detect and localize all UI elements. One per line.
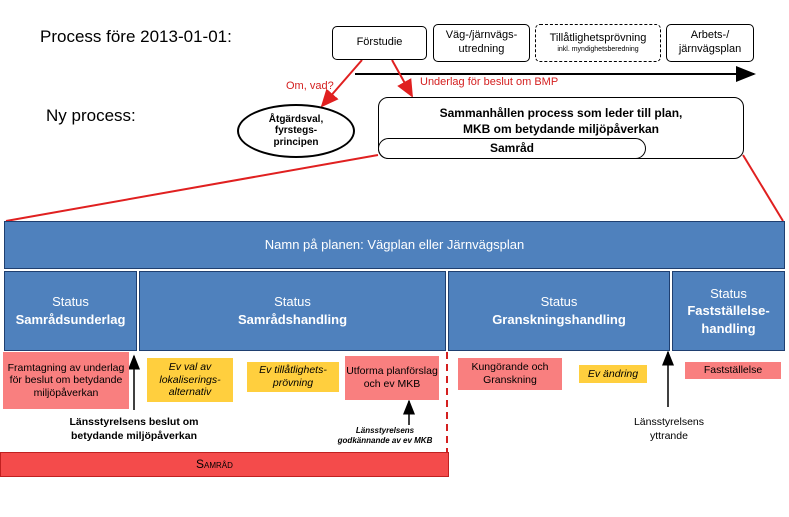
plan-header: Namn på planen: Vägplan eller Järnvägspl… xyxy=(4,221,785,269)
step-tillatlighetsprovning: Tillåtlighetsprövning inkl. myndighetsbe… xyxy=(535,24,661,62)
phase-4-status: Status xyxy=(710,285,747,301)
plan-header-text: Namn på planen: Vägplan eller Järnvägspl… xyxy=(264,237,525,253)
zoom-line-left xyxy=(5,154,379,222)
step-vagutredning: Väg-/järnvägs- utredning xyxy=(433,24,530,62)
note-lokalisering: Ev val av lokaliserings-alternativ xyxy=(147,358,233,402)
arrow-to-new-box xyxy=(391,59,413,98)
phase-3-status: Status xyxy=(540,294,578,310)
phase-samradsunderlag: Status Samrådsunderlag xyxy=(4,271,137,351)
samrad-bar: Samråd xyxy=(0,452,449,477)
new-process-title: Ny process: xyxy=(46,106,136,125)
label-om-vad: Om, vad? xyxy=(286,80,334,92)
step-arbetsplan-label: Arbets-/ järnvägsplan xyxy=(678,29,742,55)
note-tillatlighet: Ev tillåtlighets-prövning xyxy=(247,362,339,392)
oval-atgardsval: Åtgärdsval, fyrstegs- principen xyxy=(237,104,355,158)
new-process-text: Sammanhållen process som leder till plan… xyxy=(439,106,683,136)
phase-1-status: Status xyxy=(52,294,89,310)
step-forstudie-label: Förstudie xyxy=(356,36,403,49)
note-kungorande: Kungörande och Granskning xyxy=(458,358,562,390)
caption-lst-beslut: Länsstyrelsens beslut om betydande miljö… xyxy=(69,416,199,442)
phase-2-name: Samrådshandling xyxy=(237,312,348,327)
phase-samradshandling: Status Samrådshandling xyxy=(139,271,446,351)
arrow-to-oval xyxy=(320,59,363,108)
phase-2-status: Status xyxy=(274,294,311,310)
zoom-line-right xyxy=(742,154,784,222)
step-arbetsplan: Arbets-/ järnvägsplan xyxy=(666,24,754,62)
phase-granskningshandling: Status Granskningshandling xyxy=(448,271,670,351)
note-utforma: Utforma planförslag och ev MKB xyxy=(345,356,439,400)
new-process-samrad: Samråd xyxy=(378,138,646,159)
phase-faststallelsehandling: Status Fastställelse- handling xyxy=(672,271,785,351)
phase-3-name: Granskningshandling xyxy=(492,312,626,327)
step-tillatlighet-label: Tillåtlighetsprövning xyxy=(549,31,647,44)
label-underlag: Underlag för beslut om BMP xyxy=(420,76,559,88)
step-forstudie: Förstudie xyxy=(332,26,427,60)
note-framtagning: Framtagning av underlag för beslut om be… xyxy=(3,352,129,409)
caption-lst-yttrande: Länsstyrelsens yttrande xyxy=(633,416,705,442)
note-faststallelse: Fastställelse xyxy=(685,362,781,379)
phase-1-name: Samrådsunderlag xyxy=(15,312,126,327)
caption-lst-godk: Länsstyrelsens godkännande av ev MKB xyxy=(337,426,433,446)
phase-4-name: Fastställelse- handling xyxy=(687,303,770,336)
note-ev-andring: Ev ändring xyxy=(579,365,647,383)
old-process-title: Process före 2013-01-01: xyxy=(40,27,232,46)
step-vagutredning-label: Väg-/järnvägs- utredning xyxy=(445,29,518,55)
step-tillatlighet-sub: inkl. myndighetsberedning xyxy=(557,45,639,53)
